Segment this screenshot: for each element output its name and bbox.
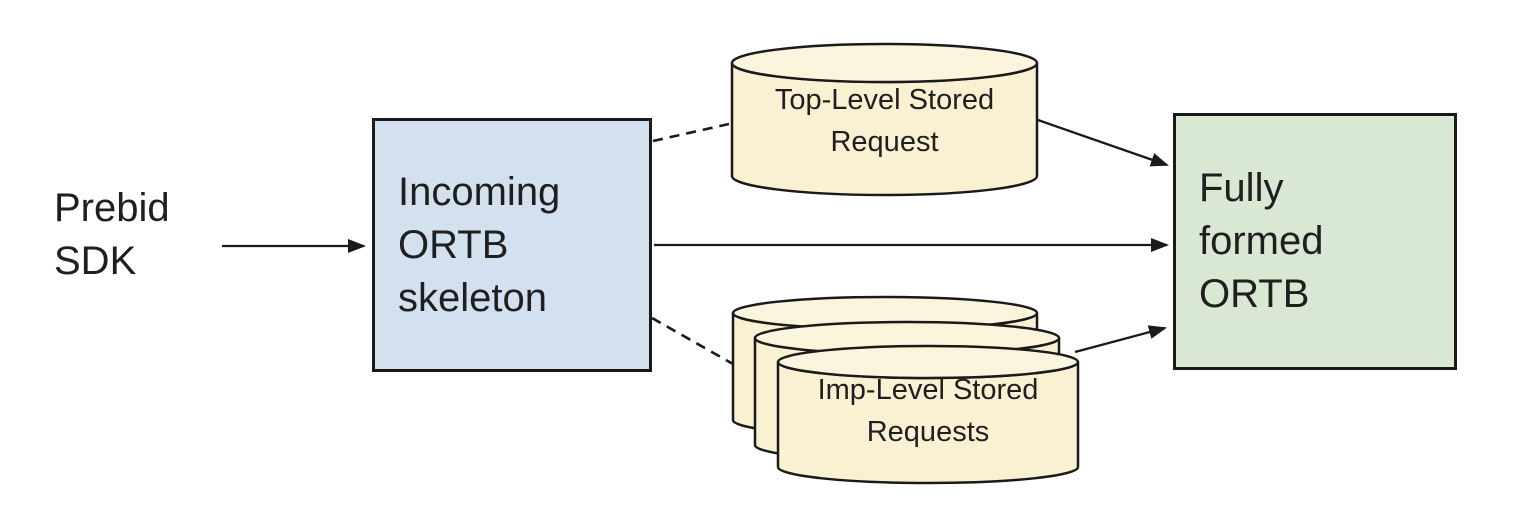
edge-imp-cylinders-to-fully-formed: [1074, 325, 1167, 354]
edge-incoming-to-imp-cylinders-dashed: [651, 316, 734, 366]
incoming-ortb-line-1: Incoming: [398, 169, 561, 214]
cylinder-lid: [730, 42, 1039, 84]
incoming-ortb-skeleton-node: Incoming ORTB skeleton: [372, 118, 652, 372]
imp-level-label-line-2: Requests: [866, 416, 990, 448]
imp-level-label-line-1: Imp-Level Stored: [817, 374, 1039, 406]
edge-top-cylinder-to-fully-formed: [1034, 117, 1169, 167]
cylinder-lid: [776, 344, 1080, 380]
incoming-ortb-line-3: skeleton: [398, 275, 547, 320]
top-level-stored-request-label: Top-Level Stored Request: [732, 79, 1037, 163]
fully-formed-line-1: Fully: [1199, 166, 1284, 210]
fully-formed-ortb-node: Fully formed ORTB: [1173, 113, 1457, 370]
prebid-sdk-label: Prebid SDK: [54, 182, 170, 288]
prebid-sdk-line-1: Prebid: [54, 186, 170, 230]
fully-formed-line-3: ORTB: [1199, 272, 1310, 316]
edge-incoming-to-top-cylinder-dashed: [652, 122, 730, 143]
incoming-ortb-line-2: ORTB: [398, 222, 509, 267]
imp-level-stored-requests-label: Imp-Level Stored Requests: [778, 369, 1078, 453]
top-level-stored-request-cylinder: [730, 42, 1039, 197]
fully-formed-line-2: formed: [1199, 219, 1324, 263]
stacked-cylinder-front: [776, 344, 1080, 485]
top-level-label-line-1: Top-Level Stored: [774, 84, 995, 116]
imp-level-stored-requests-cylinders: [731, 295, 1080, 485]
top-level-label-line-2: Request: [830, 126, 939, 158]
prebid-sdk-line-2: SDK: [54, 239, 137, 283]
